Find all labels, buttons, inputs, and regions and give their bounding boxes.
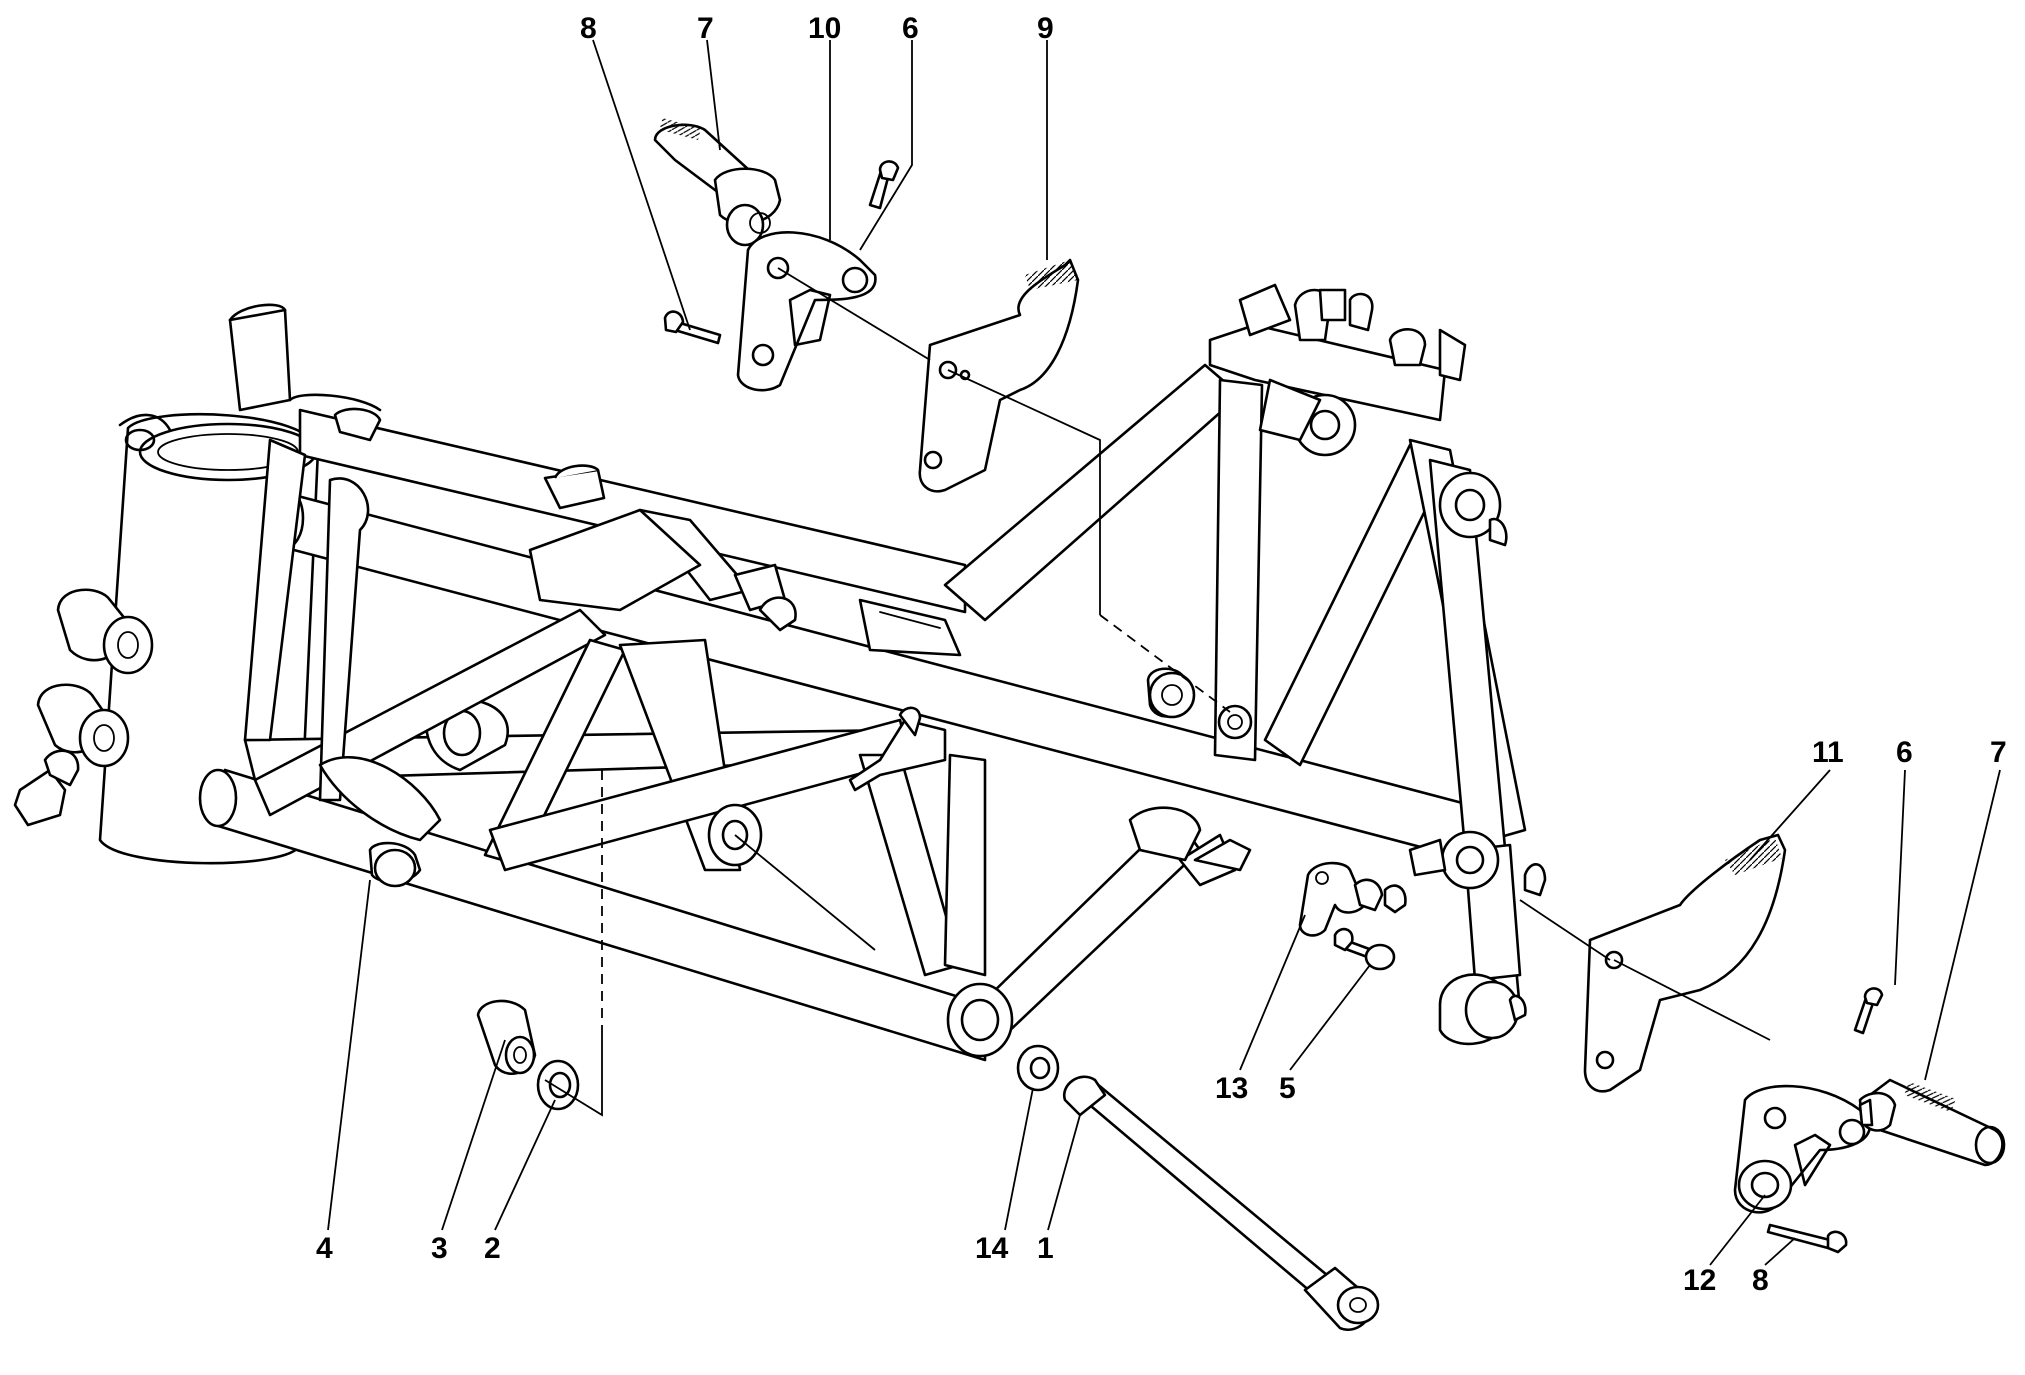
- rear-subframe: [943, 363, 1527, 1017]
- callout-10: 10: [808, 12, 841, 45]
- small-bracket-13: [1298, 861, 1407, 971]
- leader-lines: [327, 39, 2001, 1266]
- rear-bosses: [1438, 471, 1547, 1046]
- callout-3: 3: [431, 1232, 448, 1265]
- head-bushings: [13, 588, 154, 827]
- callout-2: 2: [484, 1232, 501, 1265]
- callout-5: 5: [1279, 1072, 1296, 1105]
- top-tube-upper: [288, 393, 967, 614]
- pivot-boss-bottom: [946, 982, 1014, 1058]
- washer-2: [536, 1059, 580, 1111]
- pivot-axle-1: [1062, 1075, 1380, 1331]
- callout-11: 11: [1812, 736, 1844, 769]
- bottom-rail: [198, 768, 987, 1062]
- callout-7-top: 7: [697, 12, 714, 45]
- callout-13: 13: [1215, 1072, 1248, 1105]
- triangulation-tubes: [243, 438, 1202, 1037]
- callout-8-top: 8: [580, 12, 597, 45]
- heat-guard-right: [1583, 833, 1787, 1093]
- central-bushings: [1146, 667, 1253, 740]
- callout-4: 4: [316, 1232, 333, 1265]
- main-frame: [13, 283, 1547, 1062]
- callout-14: 14: [975, 1232, 1009, 1265]
- heat-guard-top: [918, 258, 1080, 493]
- callout-9: 9: [1037, 12, 1054, 45]
- callout-6-top: 6: [902, 12, 919, 45]
- callouts: 8 7 10 6 9 11 6 7 13 5 4 3 2 14 1 12 8: [316, 12, 2007, 1297]
- bushing-3: [476, 999, 537, 1075]
- mount-plates: [318, 508, 962, 867]
- callout-8-right: 8: [1752, 1264, 1769, 1297]
- right-footpeg-assembly: [1733, 987, 2006, 1254]
- alignment-lines: [544, 267, 1771, 1117]
- callout-6-right: 6: [1896, 736, 1913, 769]
- washer-14: [1016, 1044, 1060, 1092]
- callout-1: 1: [1037, 1232, 1054, 1265]
- callout-7-right: 7: [1990, 736, 2007, 769]
- pivot-boss-left: [368, 841, 422, 888]
- rear-top-bracket: [1208, 283, 1467, 457]
- callout-12: 12: [1683, 1264, 1716, 1297]
- top-left-footpeg-assembly: [653, 118, 900, 392]
- cable-hook: [848, 706, 947, 792]
- side-bracket: [1128, 806, 1447, 887]
